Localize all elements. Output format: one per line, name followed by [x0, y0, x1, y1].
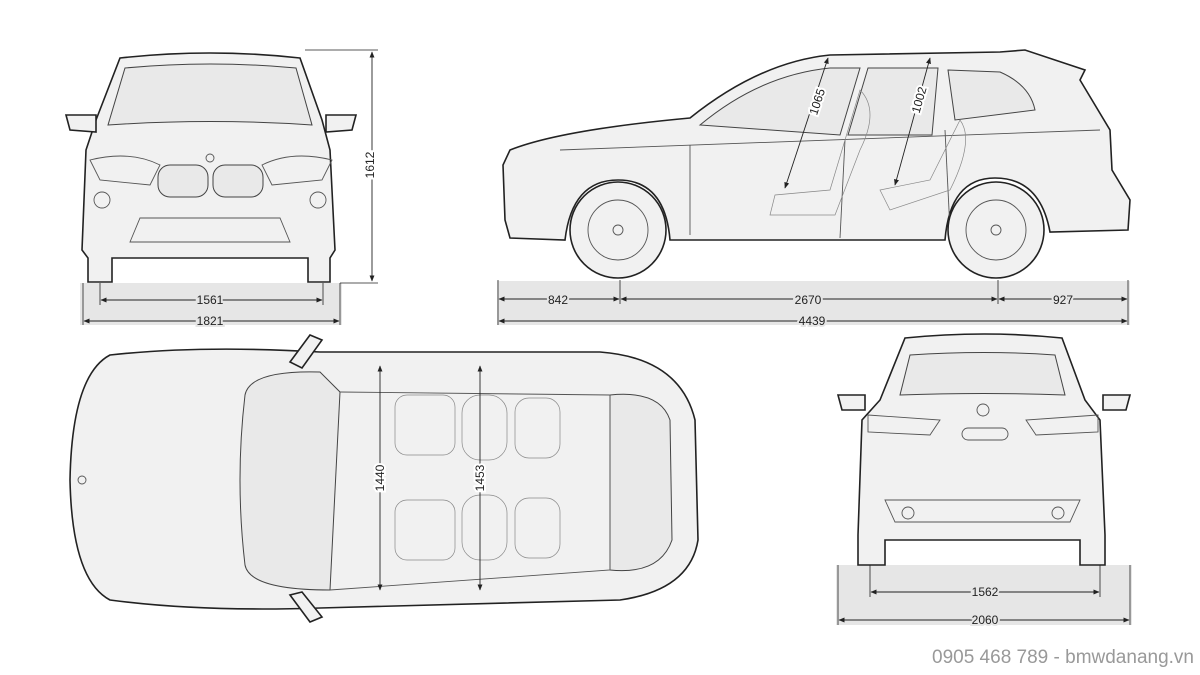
watermark: 0905 468 789 - bmwdanang.vn [932, 647, 1194, 668]
top-view [69, 334, 699, 623]
rear-width-label: 2060 [972, 613, 999, 627]
rear-track-label: 1562 [972, 585, 999, 599]
front-shoulder-label: 1440 [373, 464, 387, 491]
length-label: 4439 [799, 314, 826, 328]
front-width-label: 1821 [197, 314, 224, 328]
rear-view [836, 333, 1132, 625]
side-view [497, 49, 1131, 325]
rear-overhang-label: 927 [1053, 293, 1073, 307]
front-view [64, 49, 378, 325]
rear-shoulder-label: 1453 [473, 464, 487, 491]
wheelbase-label: 2670 [795, 293, 822, 307]
front-overhang-label: 842 [548, 293, 568, 307]
front-track-label: 1561 [197, 293, 224, 307]
front-height-label: 1612 [363, 151, 377, 178]
